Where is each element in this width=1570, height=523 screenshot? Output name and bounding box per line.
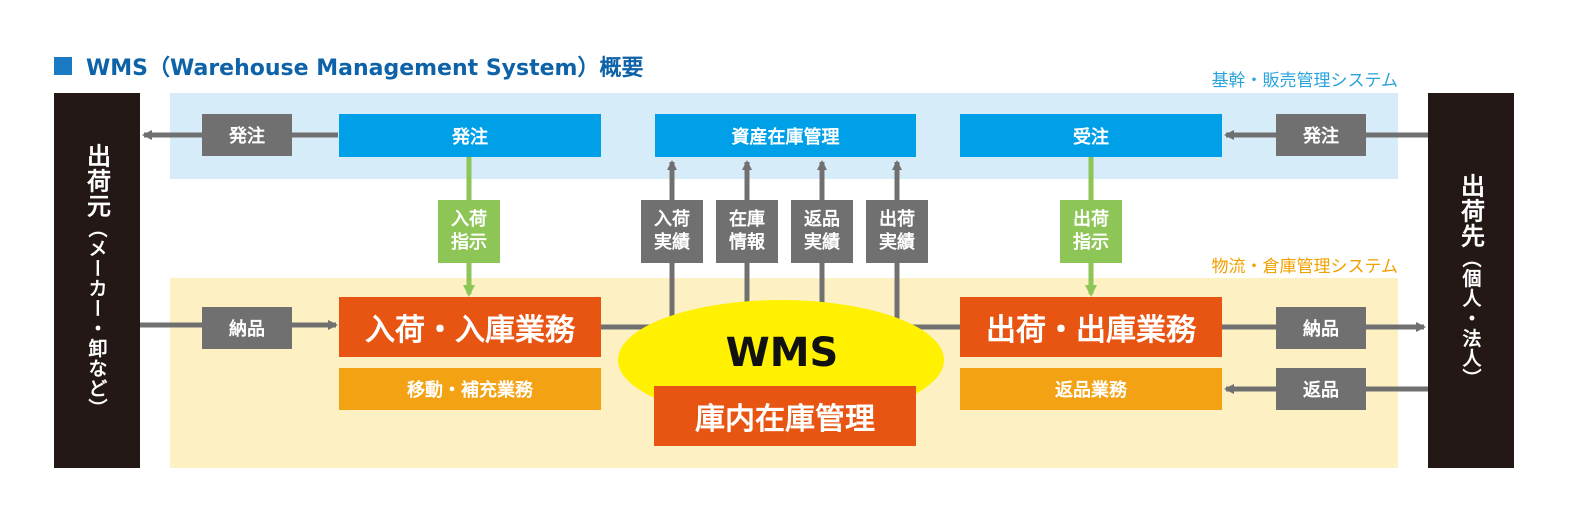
internal-inventory-box: 庫内在庫管理 (654, 386, 916, 446)
title-square-icon (54, 57, 72, 75)
outbound-result-box: 出荷 実績 (866, 200, 928, 263)
delivery-in-label: 納品 (202, 307, 292, 349)
stock-info-line2: 情報 (729, 231, 765, 253)
inbound-instruction-line1: 入荷 (451, 209, 487, 230)
asset-inventory-box: 資産在庫管理 (655, 114, 916, 157)
stock-info-box: 在庫 情報 (716, 200, 778, 263)
page-title: WMS（Warehouse Management System）概要 (86, 56, 644, 81)
inbound-result-box: 入荷 実績 (641, 200, 703, 263)
move-replenish-box: 移動・補充業務 (339, 368, 601, 410)
return-operations-box: 返品業務 (960, 368, 1222, 410)
return-in-label: 返品 (1276, 368, 1366, 410)
receive-order-box: 受注 (960, 114, 1222, 157)
inbound-instruction-box: 入荷 指示 (438, 200, 500, 263)
supplier-sub-label: （メーカー・卸など） (85, 218, 108, 418)
outbound-instruction-line2: 指示 (1073, 231, 1109, 253)
order-in-label: 発注 (1276, 114, 1366, 156)
inbound-result-line2: 実績 (654, 231, 690, 253)
outbound-instruction-box: 出荷 指示 (1060, 200, 1122, 263)
outbound-result-line2: 実績 (879, 231, 915, 253)
supplier-label: 出荷元 (82, 143, 111, 218)
customer-pillar: 出荷先（個人・法人） (1428, 93, 1514, 468)
return-result-line2: 実績 (804, 231, 840, 253)
delivery-out-label: 納品 (1276, 307, 1366, 349)
order-out-label: 発注 (202, 114, 292, 156)
logistics-system-label: 物流・倉庫管理システム (1211, 257, 1399, 277)
stock-info-line1: 在庫 (729, 209, 765, 230)
outbound-operations-box: 出荷・出庫業務 (960, 297, 1222, 357)
inbound-result-line1: 入荷 (654, 209, 690, 230)
customer-sub-label: （個人・法人） (1459, 248, 1482, 388)
return-result-box: 返品 実績 (791, 200, 853, 263)
wms-label: WMS (725, 330, 839, 376)
core-system-label: 基幹・販売管理システム (1211, 71, 1399, 91)
inbound-instruction-line2: 指示 (451, 231, 487, 253)
outbound-result-line1: 出荷 (879, 209, 915, 230)
order-box: 発注 (339, 114, 601, 157)
return-result-line1: 返品 (804, 209, 840, 230)
customer-label: 出荷先 (1456, 173, 1485, 248)
outbound-instruction-line1: 出荷 (1073, 209, 1109, 230)
inbound-operations-box: 入荷・入庫業務 (339, 297, 601, 357)
supplier-pillar: 出荷元（メーカー・卸など） (54, 93, 140, 468)
